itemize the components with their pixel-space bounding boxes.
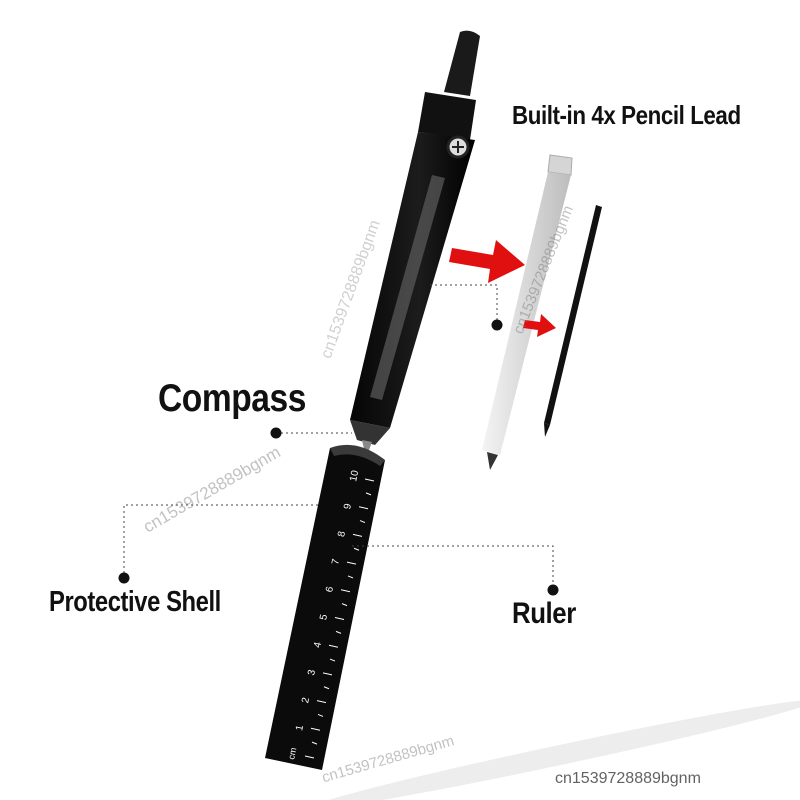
- ruler-number: 8: [336, 530, 348, 538]
- ruler-tick: [329, 658, 336, 662]
- dot-built-in: [491, 319, 503, 331]
- ruler-tick: [310, 727, 321, 731]
- ruler-tick: [358, 506, 369, 510]
- ruler-tick: [346, 561, 357, 565]
- pen-clip-base: [418, 92, 476, 140]
- ruler-unit-label: cm: [286, 747, 298, 761]
- lead-tube: [482, 154, 573, 470]
- compass-pen: [350, 30, 480, 458]
- dot-shell: [118, 572, 130, 584]
- shadow: [305, 700, 800, 800]
- ruler-tick: [365, 492, 372, 496]
- arrow-right-small-icon: [523, 314, 556, 337]
- watermark-corner: cn1539728889bgnm: [555, 770, 701, 787]
- callout-arrows: [449, 240, 556, 337]
- ruler-tick: [322, 672, 333, 676]
- ruler-scale: [304, 478, 375, 759]
- ruler-number: 10: [348, 469, 361, 483]
- pen-window: [370, 175, 445, 400]
- ruler-number: 7: [330, 558, 342, 566]
- leader-ruler: [352, 545, 554, 590]
- ruler-tick: [340, 589, 351, 593]
- ruler-numbers: 1 2 3 4 5 6 7 8 9 10: [294, 469, 361, 732]
- ruler-tick: [352, 533, 363, 537]
- ruler-tick: [364, 478, 375, 482]
- ruler-tick: [335, 630, 342, 634]
- ruler-tick: [341, 603, 348, 607]
- lead-tube-tip: [487, 452, 498, 470]
- ruler-tick: [359, 520, 366, 524]
- ruler-tick: [317, 713, 324, 717]
- pen-cap-top: [444, 30, 480, 97]
- ruler-tick: [334, 617, 345, 620]
- ruler-number: 9: [342, 502, 354, 510]
- ruler-number: 5: [318, 613, 330, 621]
- dot-compass: [270, 427, 282, 439]
- ruler-number: 4: [312, 641, 324, 649]
- shell-rim: [330, 444, 385, 466]
- protective-shell-label: Protective Shell: [49, 586, 221, 618]
- ruler-number: 6: [324, 585, 336, 593]
- shell-body: [265, 448, 385, 770]
- leader-built-in: [430, 284, 498, 325]
- built-in-lead-label: Built-in 4x Pencil Lead: [512, 100, 741, 130]
- arrow-right-icon: [449, 240, 525, 283]
- ruler-tick: [316, 700, 327, 704]
- ruler-tick: [353, 547, 360, 551]
- ruler-number: 1: [294, 724, 306, 732]
- leader-lines: [123, 284, 554, 590]
- screw-slot-icon: [452, 141, 464, 153]
- lead-stick: [544, 205, 602, 425]
- lead-tube-cap: [547, 154, 573, 176]
- protective-shell: cm 1 2 3 4 5 6 7 8 9 10: [265, 444, 385, 770]
- lead-tube-body: [482, 172, 571, 455]
- ruler-tick: [304, 755, 315, 759]
- ruler-number: 2: [300, 696, 312, 704]
- ruler-tick: [347, 575, 354, 579]
- ruler-label: Ruler: [512, 597, 576, 630]
- lead-point: [544, 423, 550, 437]
- compass-needle: [362, 440, 372, 458]
- pen-tip-collar: [350, 420, 390, 445]
- pencil-lead: [544, 205, 602, 437]
- dot-ruler: [547, 584, 559, 596]
- ruler-number: 3: [306, 668, 318, 676]
- compass-label: Compass: [158, 377, 306, 420]
- ruler-tick: [311, 741, 318, 745]
- ruler-tick: [328, 644, 339, 648]
- ruler-tick: [323, 686, 330, 690]
